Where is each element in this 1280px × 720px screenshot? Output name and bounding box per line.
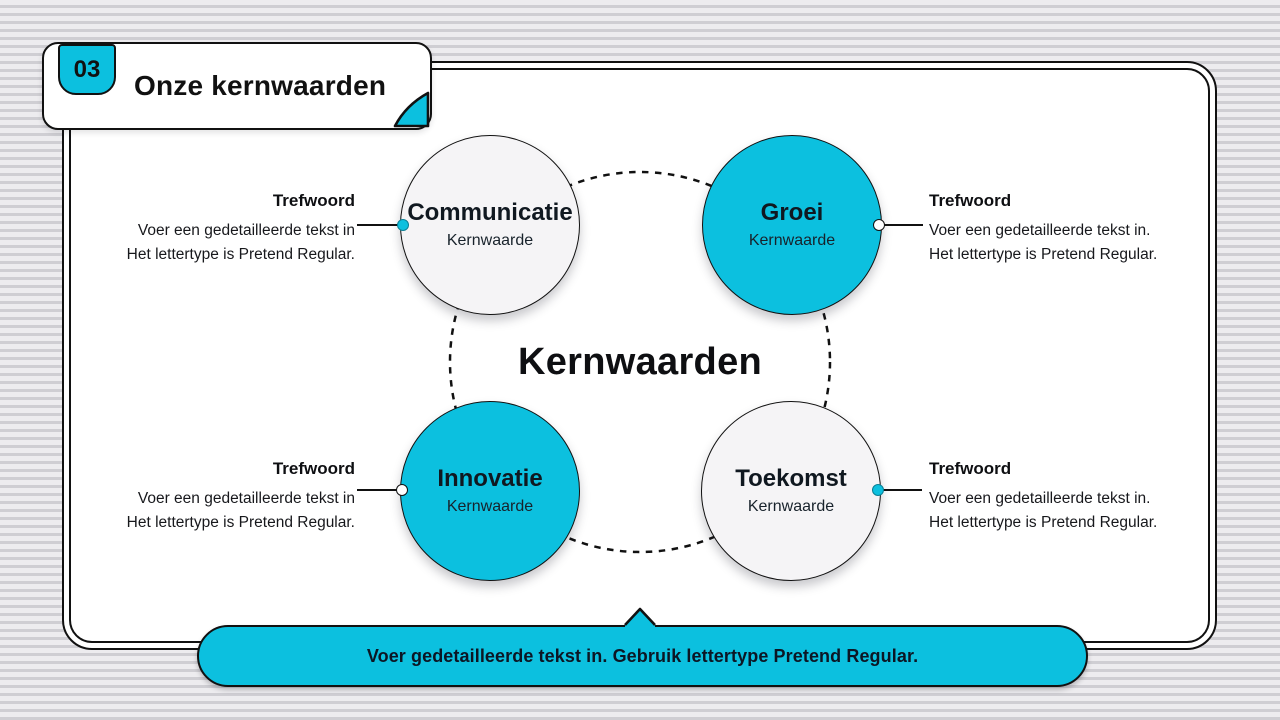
- connector-line-top-right: [877, 224, 923, 226]
- connector-dot-top-right: [873, 219, 885, 231]
- callout-line: Het lettertype is Pretend Regular.: [126, 245, 355, 263]
- circle-sublabel: Kernwaarde: [748, 232, 836, 250]
- banner-tail-icon: [624, 607, 656, 628]
- footer-text: Voer gedetailleerde tekst in. Gebruik le…: [366, 645, 919, 666]
- callout-heading: Trefwoord: [272, 191, 355, 210]
- circle-label: Innovatie: [437, 464, 543, 492]
- callout-heading: Trefwoord: [272, 459, 355, 478]
- circle-sublabel: Kernwaarde: [747, 498, 835, 516]
- connector-line-bottom-right: [876, 489, 922, 491]
- callout-line: Voer een gedetailleerde tekst in: [137, 222, 355, 239]
- value-circle-innovatie: Innovatie Kernwaarde: [400, 401, 580, 581]
- circle-label: Toekomst: [735, 464, 847, 492]
- callout-line: Het lettertype is Pretend Regular.: [929, 245, 1158, 263]
- callout-line: Voer een gedetailleerde tekst in.: [929, 490, 1151, 507]
- circle-sublabel: Kernwaarde: [446, 498, 534, 516]
- callout-top-right: Trefwoord Voer een gedetailleerde tekst …: [929, 191, 1214, 266]
- callout-line: Voer een gedetailleerde tekst in.: [929, 222, 1151, 239]
- callout-line: Het lettertype is Pretend Regular.: [126, 513, 355, 531]
- connector-dot-bottom-right: [872, 484, 884, 496]
- callout-bottom-left: Trefwoord Voer een gedetailleerde tekst …: [86, 459, 355, 534]
- callout-top-left: Trefwoord Voer een gedetailleerde tekst …: [86, 191, 355, 266]
- callout-heading: Trefwoord: [929, 191, 1012, 210]
- diagram-center-title: Kernwaarden: [517, 341, 763, 383]
- page-title: Onze kernwaarden: [134, 70, 387, 101]
- value-circle-communicatie: Communicatie Kernwaarde: [400, 135, 580, 315]
- connector-dot-bottom-left: [396, 484, 408, 496]
- callout-line: Het lettertype is Pretend Regular.: [929, 513, 1158, 531]
- circle-label: Communicatie: [407, 198, 573, 226]
- value-circle-toekomst: Toekomst Kernwaarde: [701, 401, 881, 581]
- footer-banner: Voer gedetailleerde tekst in. Gebruik le…: [197, 625, 1088, 687]
- connector-line-bottom-left: [357, 489, 402, 491]
- slide-number-badge: 03: [58, 44, 116, 95]
- corner-fold-icon: [393, 91, 430, 128]
- circle-sublabel: Kernwaarde: [446, 232, 534, 250]
- callout-line: Voer een gedetailleerde tekst in: [137, 490, 355, 507]
- callout-bottom-right: Trefwoord Voer een gedetailleerde tekst …: [929, 459, 1214, 534]
- value-circle-groei: Groei Kernwaarde: [702, 135, 882, 315]
- circle-label: Groei: [760, 198, 824, 226]
- connector-dot-top-left: [397, 219, 409, 231]
- connector-line-top-left: [357, 224, 403, 226]
- callout-heading: Trefwoord: [929, 459, 1012, 478]
- header-card: 03 Onze kernwaarden: [42, 42, 432, 130]
